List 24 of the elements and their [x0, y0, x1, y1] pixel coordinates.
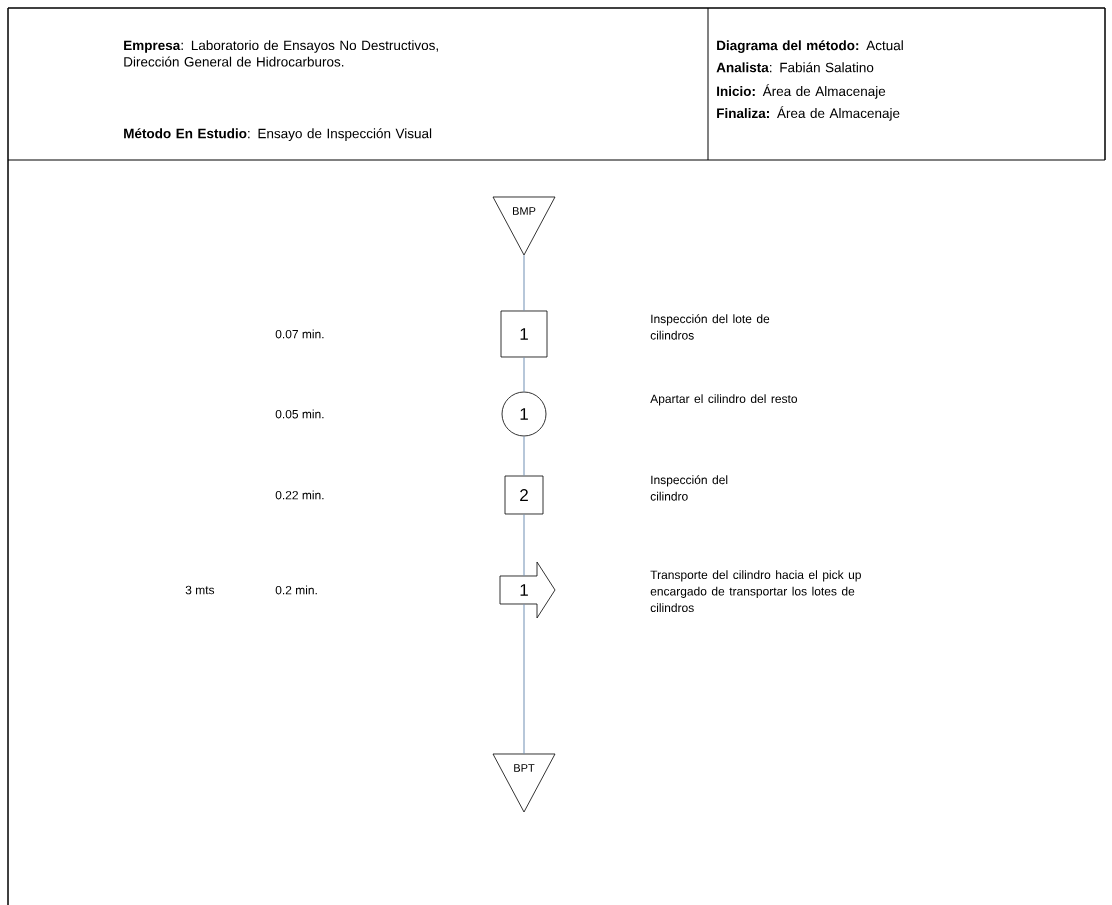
storage-triangle: BMP — [492, 196, 556, 256]
inspection-box: 2 — [504, 475, 544, 515]
header-text: Método En Estudio: Ensayo de Inspección Visual — [124, 128, 432, 141]
header-text: Analista: Fabián Salatino — [716, 62, 874, 73]
header-text: Empresa: Laboratorio de Ensayos No Destructivos, Dirección General de Hidrocarburos. — [124, 40, 438, 67]
storage-triangle: BPT — [492, 753, 556, 813]
step-description: Apartar el cilindro del resto — [650, 394, 798, 406]
connector-line — [523, 356, 525, 393]
step-description: Transporte del cilindro hacia el pick up encargado de transportar los lotes de cilindros — [650, 570, 861, 612]
header-text: Inicio: Área de Almacenaje — [717, 84, 886, 99]
distance-label: 3 mts — [185, 585, 215, 595]
connector-line — [523, 603, 525, 755]
connector-line — [523, 435, 525, 477]
duration-label: 0.22 min. — [275, 490, 324, 500]
connector-line — [523, 513, 525, 577]
inspection-box: 1 — [500, 310, 548, 358]
header-text: Finaliza: Área de Almacenaje — [717, 106, 900, 121]
step-description: Inspección del lote de cilindros — [650, 314, 770, 340]
duration-label: 0.2 min. — [275, 585, 317, 595]
header-text: Diagrama del método: Actual — [717, 40, 903, 53]
connector-line — [523, 254, 525, 312]
duration-label: 0.07 min. — [275, 329, 324, 339]
step-description: Inspección del cilindro — [650, 475, 728, 501]
duration-label: 0.05 min. — [275, 409, 324, 419]
